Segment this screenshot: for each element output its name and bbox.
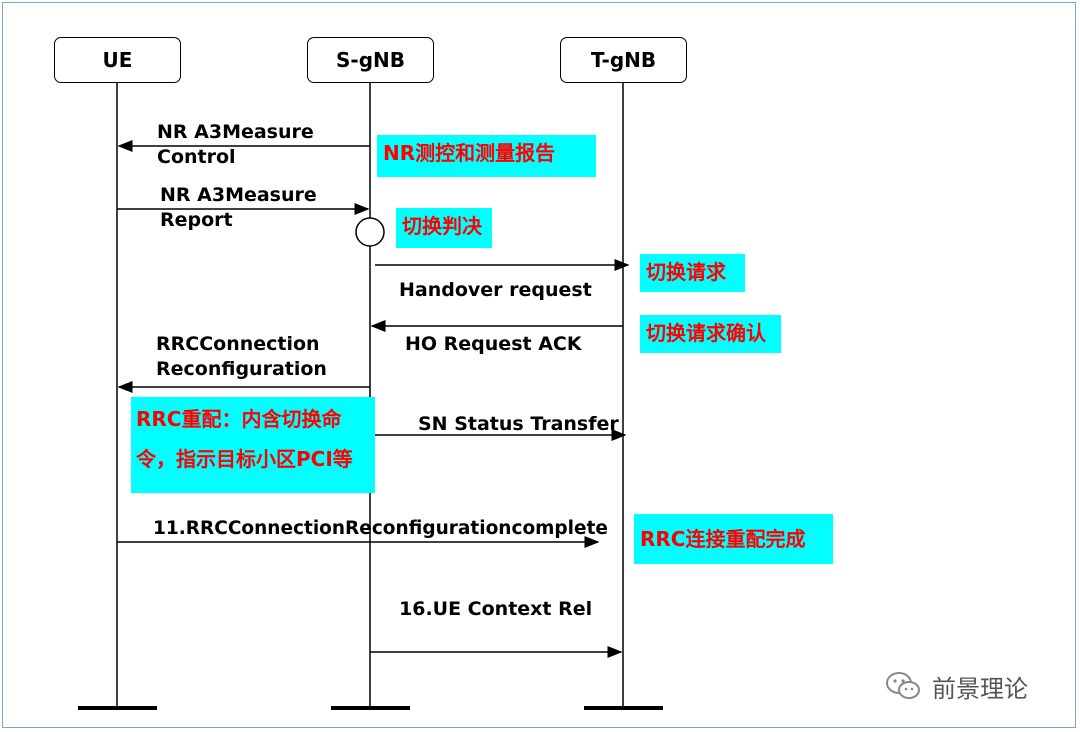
label-ue-context-rel: 16.UE Context Rel: [399, 598, 593, 620]
note-handover-request-ack: 切换请求确认: [640, 315, 781, 353]
entity-sgnb: S-gNB: [307, 37, 434, 83]
note-handover-request: 切换请求: [640, 254, 745, 292]
label-rrc-complete: 11.RRCConnectionReconfigurationcomplete: [153, 518, 608, 539]
label-measure-report: NR A3Measure Report: [160, 184, 317, 231]
label-measure-control: NR A3Measure Control: [157, 121, 314, 168]
label-sn-status-transfer: SN Status Transfer: [418, 413, 619, 435]
watermark: 前景理论: [884, 668, 1028, 704]
note-rrc-complete: RRC连接重配完成: [634, 514, 833, 564]
wechat-icon: [886, 672, 920, 699]
label-handover-request: Handover request: [399, 279, 592, 301]
note-handover-decision: 切换判决: [396, 208, 492, 248]
note-measurement: NR测控和测量报告: [377, 135, 596, 177]
handover-decision-marker: [355, 217, 385, 247]
label-ho-request-ack: HO Request ACK: [405, 333, 582, 355]
entity-ue: UE: [54, 37, 181, 83]
note-rrc-reconfiguration: RRC重配：内含切换命令，指示目标小区PCI等: [131, 397, 375, 493]
watermark-text: 前景理论: [932, 674, 1028, 703]
entity-tgnb: T-gNB: [560, 37, 687, 83]
label-rrc-reconfiguration: RRCConnection Reconfiguration: [156, 333, 327, 380]
